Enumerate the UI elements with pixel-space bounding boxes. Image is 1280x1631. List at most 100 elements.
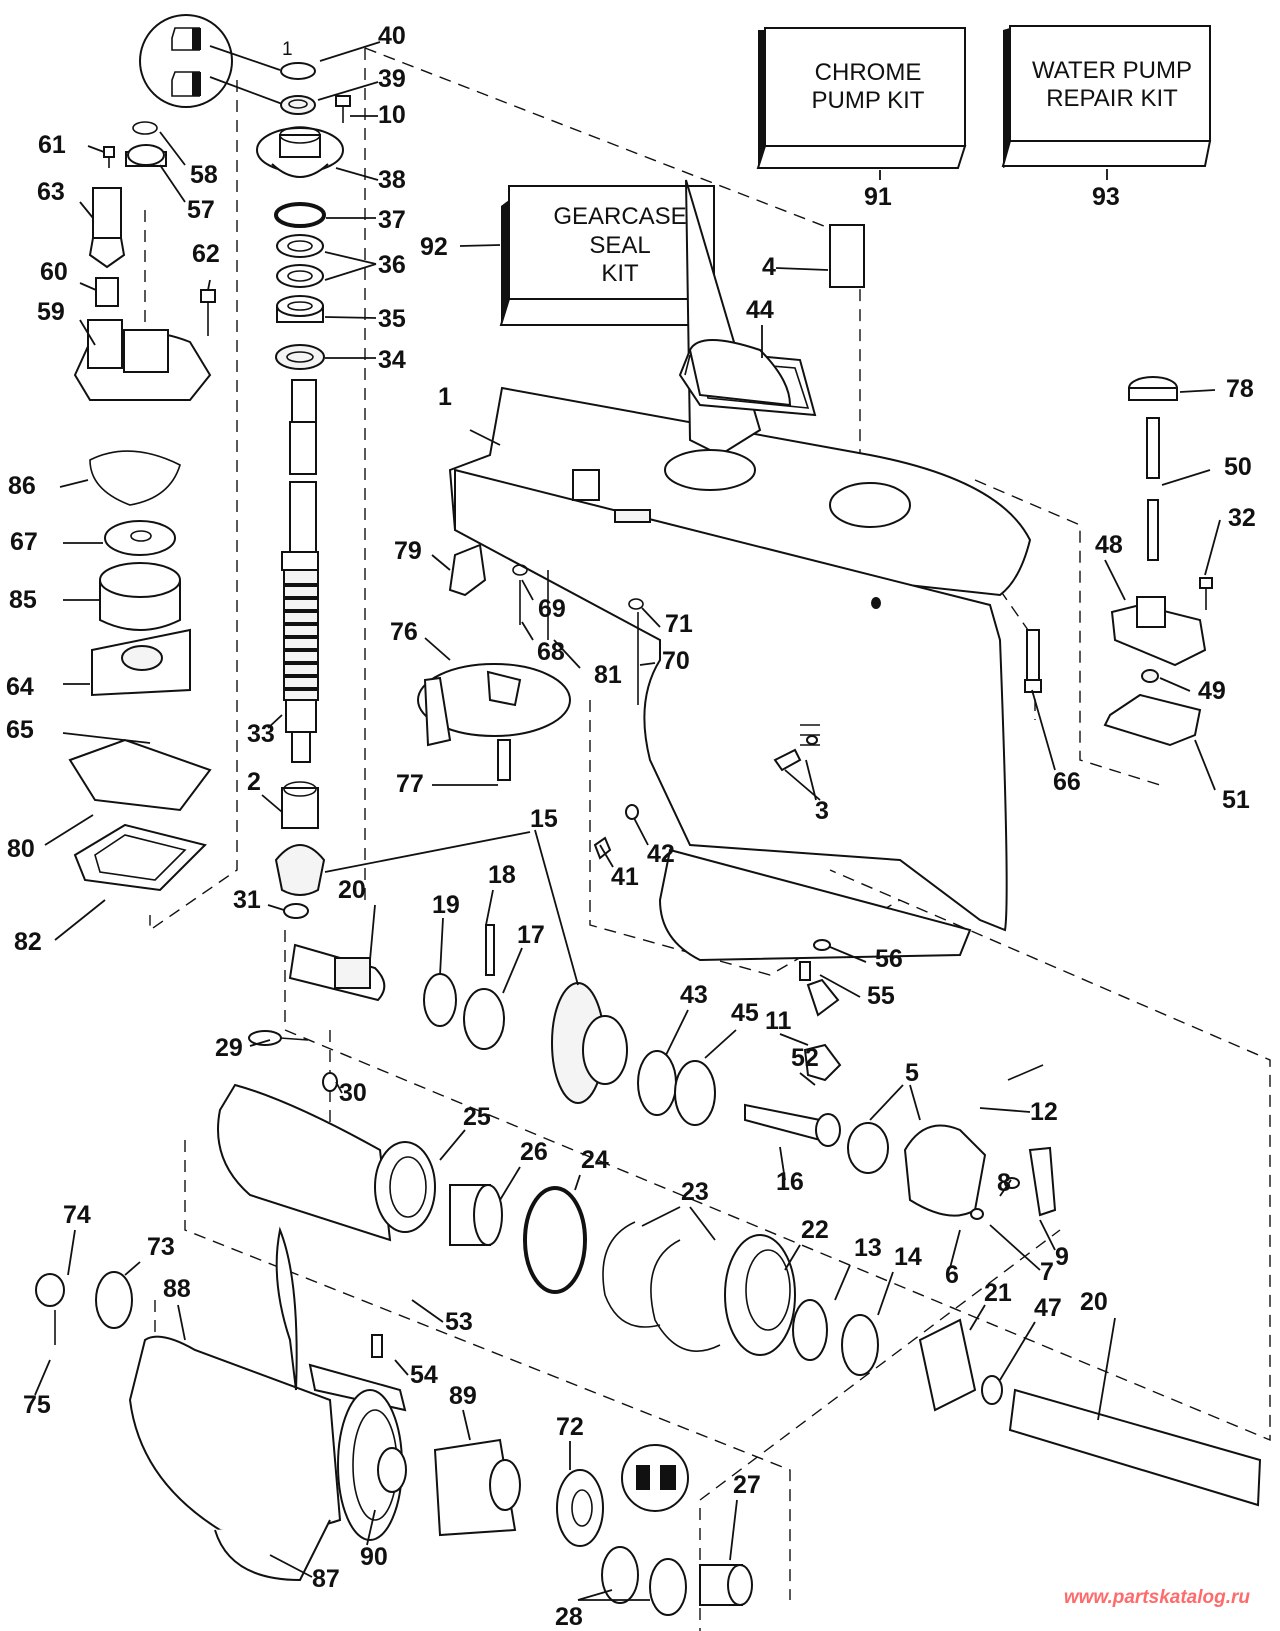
water-tube-parts bbox=[1103, 376, 1213, 747]
callout-49: 49 bbox=[1198, 677, 1226, 705]
callout-14: 14 bbox=[894, 1243, 922, 1271]
callout-67: 67 bbox=[10, 528, 38, 556]
callout-17: 17 bbox=[517, 921, 545, 949]
callout-87: 87 bbox=[312, 1565, 340, 1593]
callout-6: 6 bbox=[945, 1261, 959, 1289]
callout-31: 31 bbox=[233, 886, 261, 914]
leader-line bbox=[521, 579, 534, 601]
leader-line bbox=[819, 974, 861, 998]
leader-line bbox=[1039, 1219, 1056, 1251]
leader-line bbox=[521, 621, 534, 641]
callout-55: 55 bbox=[867, 982, 895, 1010]
kit-93-line-2: REPAIR KIT bbox=[1046, 85, 1178, 112]
callout-10: 10 bbox=[378, 101, 406, 129]
callout-65: 65 bbox=[6, 716, 34, 744]
leader-line bbox=[784, 769, 821, 801]
leader-line bbox=[324, 316, 377, 319]
leader-line bbox=[599, 844, 614, 868]
callout-32: 32 bbox=[1228, 504, 1256, 532]
callout-82: 82 bbox=[14, 928, 42, 956]
callout-15: 15 bbox=[530, 805, 558, 833]
leader-line bbox=[431, 554, 451, 571]
leader-line bbox=[159, 164, 186, 203]
callout-35: 35 bbox=[378, 305, 406, 333]
callout-73: 73 bbox=[147, 1233, 175, 1261]
leader-line bbox=[79, 201, 94, 219]
leader-line bbox=[1159, 677, 1191, 692]
leader-line bbox=[267, 904, 285, 911]
callout-56: 56 bbox=[875, 945, 903, 973]
leader-line bbox=[439, 1129, 466, 1161]
kit-number-92: 92 bbox=[420, 233, 448, 261]
kit-91-line-2: PUMP KIT bbox=[812, 87, 925, 114]
leader-line bbox=[502, 947, 523, 994]
callout-21: 21 bbox=[984, 1279, 1012, 1307]
leader-line bbox=[1204, 519, 1221, 576]
callout-63: 63 bbox=[37, 178, 65, 206]
callout-12: 12 bbox=[1030, 1098, 1058, 1126]
callout-53: 53 bbox=[445, 1308, 473, 1336]
callout-88: 88 bbox=[163, 1275, 191, 1303]
callout-62: 62 bbox=[192, 240, 220, 268]
callout-79: 79 bbox=[394, 537, 422, 565]
kit-93-line-1: WATER PUMP bbox=[1032, 57, 1192, 84]
callout-40: 40 bbox=[378, 22, 406, 50]
callout-47: 47 bbox=[1034, 1294, 1062, 1322]
callout-27: 27 bbox=[733, 1471, 761, 1499]
leader-line bbox=[335, 1081, 343, 1094]
callout-18: 18 bbox=[488, 861, 516, 889]
water-pump-parts bbox=[68, 121, 216, 892]
leader-line bbox=[949, 1229, 961, 1269]
leader-line bbox=[689, 1206, 716, 1241]
leader-line bbox=[577, 1589, 613, 1601]
callout-2: 2 bbox=[247, 768, 261, 796]
leader-line bbox=[641, 1206, 681, 1227]
kit-number-91: 91 bbox=[864, 183, 892, 211]
leader-line bbox=[834, 1264, 851, 1301]
callout-76: 76 bbox=[390, 618, 418, 646]
leader-line bbox=[979, 1107, 1031, 1113]
callout-5: 5 bbox=[905, 1059, 919, 1087]
callout-1: 1 bbox=[282, 39, 293, 60]
callout-29: 29 bbox=[215, 1034, 243, 1062]
leader-line bbox=[462, 1409, 471, 1441]
leader-line bbox=[324, 263, 377, 281]
kit-92-line-3: KIT bbox=[601, 260, 639, 287]
callout-labels: 4039103837363534161585763626059866785646… bbox=[6, 22, 1256, 1631]
leader-line bbox=[366, 1509, 376, 1546]
callout-48: 48 bbox=[1095, 531, 1123, 559]
callout-13: 13 bbox=[854, 1234, 882, 1262]
gear-train-parts bbox=[248, 924, 1057, 1220]
callout-26: 26 bbox=[520, 1138, 548, 1166]
callout-74: 74 bbox=[63, 1201, 91, 1229]
callout-77: 77 bbox=[396, 770, 424, 798]
leader-line bbox=[439, 917, 444, 976]
callout-33: 33 bbox=[247, 720, 275, 748]
leader-line bbox=[1097, 1317, 1116, 1421]
callout-89: 89 bbox=[449, 1382, 477, 1410]
leader-line bbox=[159, 131, 186, 166]
callout-23: 23 bbox=[681, 1178, 709, 1206]
watermark: www.partskatalog.ru bbox=[1063, 1587, 1250, 1608]
leader-line bbox=[394, 1359, 409, 1376]
leader-line bbox=[1194, 739, 1216, 791]
callout-90: 90 bbox=[360, 1543, 388, 1571]
callout-60: 60 bbox=[40, 258, 68, 286]
kit-92-line-2: SEAL bbox=[589, 232, 650, 259]
leader-line bbox=[335, 167, 379, 181]
leader-line bbox=[779, 1033, 809, 1046]
leader-line bbox=[704, 1029, 737, 1059]
leader-line bbox=[829, 946, 867, 963]
callout-51: 51 bbox=[1222, 786, 1250, 814]
callout-25: 25 bbox=[463, 1103, 491, 1131]
kit-92-line-1: GEARCASE bbox=[553, 203, 686, 230]
leader-line bbox=[775, 267, 829, 271]
leader-line bbox=[207, 279, 211, 291]
leader-line bbox=[267, 714, 283, 729]
leader-line bbox=[44, 814, 94, 846]
callout-45: 45 bbox=[731, 999, 759, 1027]
leader-line bbox=[369, 904, 376, 961]
bearing-housing-parts bbox=[217, 1083, 1262, 1507]
callout-16: 16 bbox=[776, 1168, 804, 1196]
callout-11: 11 bbox=[765, 1007, 792, 1035]
